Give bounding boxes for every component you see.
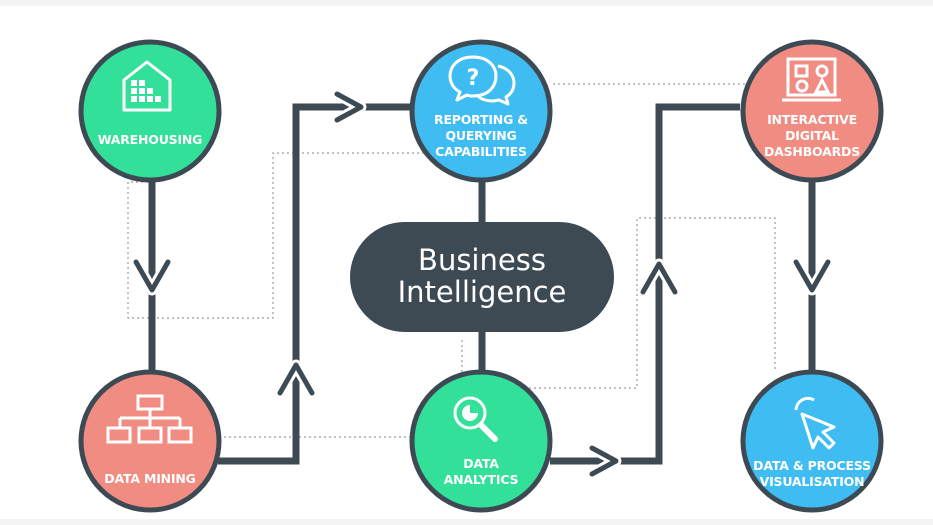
center-title-line-1: Business xyxy=(418,243,546,277)
svg-text:?: ? xyxy=(467,66,480,91)
magnifier-chart-icon xyxy=(453,396,498,442)
dashboards-label-line-3: DASHBOARDS xyxy=(764,144,860,159)
top-strip xyxy=(0,0,933,6)
chevron-up-icon xyxy=(637,258,681,298)
node-data-analytics: DATA ANALYTICS xyxy=(409,369,553,513)
reporting-label-line-1: REPORTING & xyxy=(434,112,528,127)
visualisation-label-line-2: VISUALISATION xyxy=(760,474,865,489)
reporting-label-line-3: CAPABILITIES xyxy=(435,144,527,159)
reporting-label-line-2: QUERYING xyxy=(445,128,516,143)
dashboards-label-line-2: DIGITAL xyxy=(785,128,839,143)
analytics-label-line-2: ANALYTICS xyxy=(444,472,519,487)
bottom-strip xyxy=(0,519,933,525)
data-mining-label: DATA MINING xyxy=(104,471,195,486)
node-reporting: ? REPORTING & QUERYING CAPABILITIES xyxy=(409,39,553,183)
node-visualisation: DATA & PROCESS VISUALISATION xyxy=(740,369,884,513)
org-chart-icon xyxy=(106,394,193,444)
analytics-label-line-1: DATA xyxy=(463,456,499,471)
chat-question-icon: ? xyxy=(448,55,516,106)
node-data-mining: DATA MINING xyxy=(78,369,222,513)
dashboards-label-line-1: INTERACTIVE xyxy=(767,112,857,127)
center-pill: Business Intelligence xyxy=(350,222,614,332)
node-dashboards: INTERACTIVE DIGITAL DASHBOARDS xyxy=(740,39,884,183)
chevrons xyxy=(130,88,834,480)
chevron-right-icon xyxy=(331,88,367,126)
visualisation-label-line-1: DATA & PROCESS xyxy=(753,458,871,473)
chevron-down-icon xyxy=(790,256,834,296)
warehouse-icon xyxy=(122,60,172,112)
center-title-line-2: Intelligence xyxy=(398,275,567,309)
chevron-right-icon xyxy=(586,442,622,480)
node-warehousing: WAREHOUSING xyxy=(78,39,222,183)
chevron-up-icon xyxy=(274,359,318,399)
dashboard-monitor-icon xyxy=(782,57,841,102)
warehousing-label: WAREHOUSING xyxy=(98,132,202,147)
chevron-down-icon xyxy=(130,256,174,296)
cursor-click-icon xyxy=(794,396,836,450)
